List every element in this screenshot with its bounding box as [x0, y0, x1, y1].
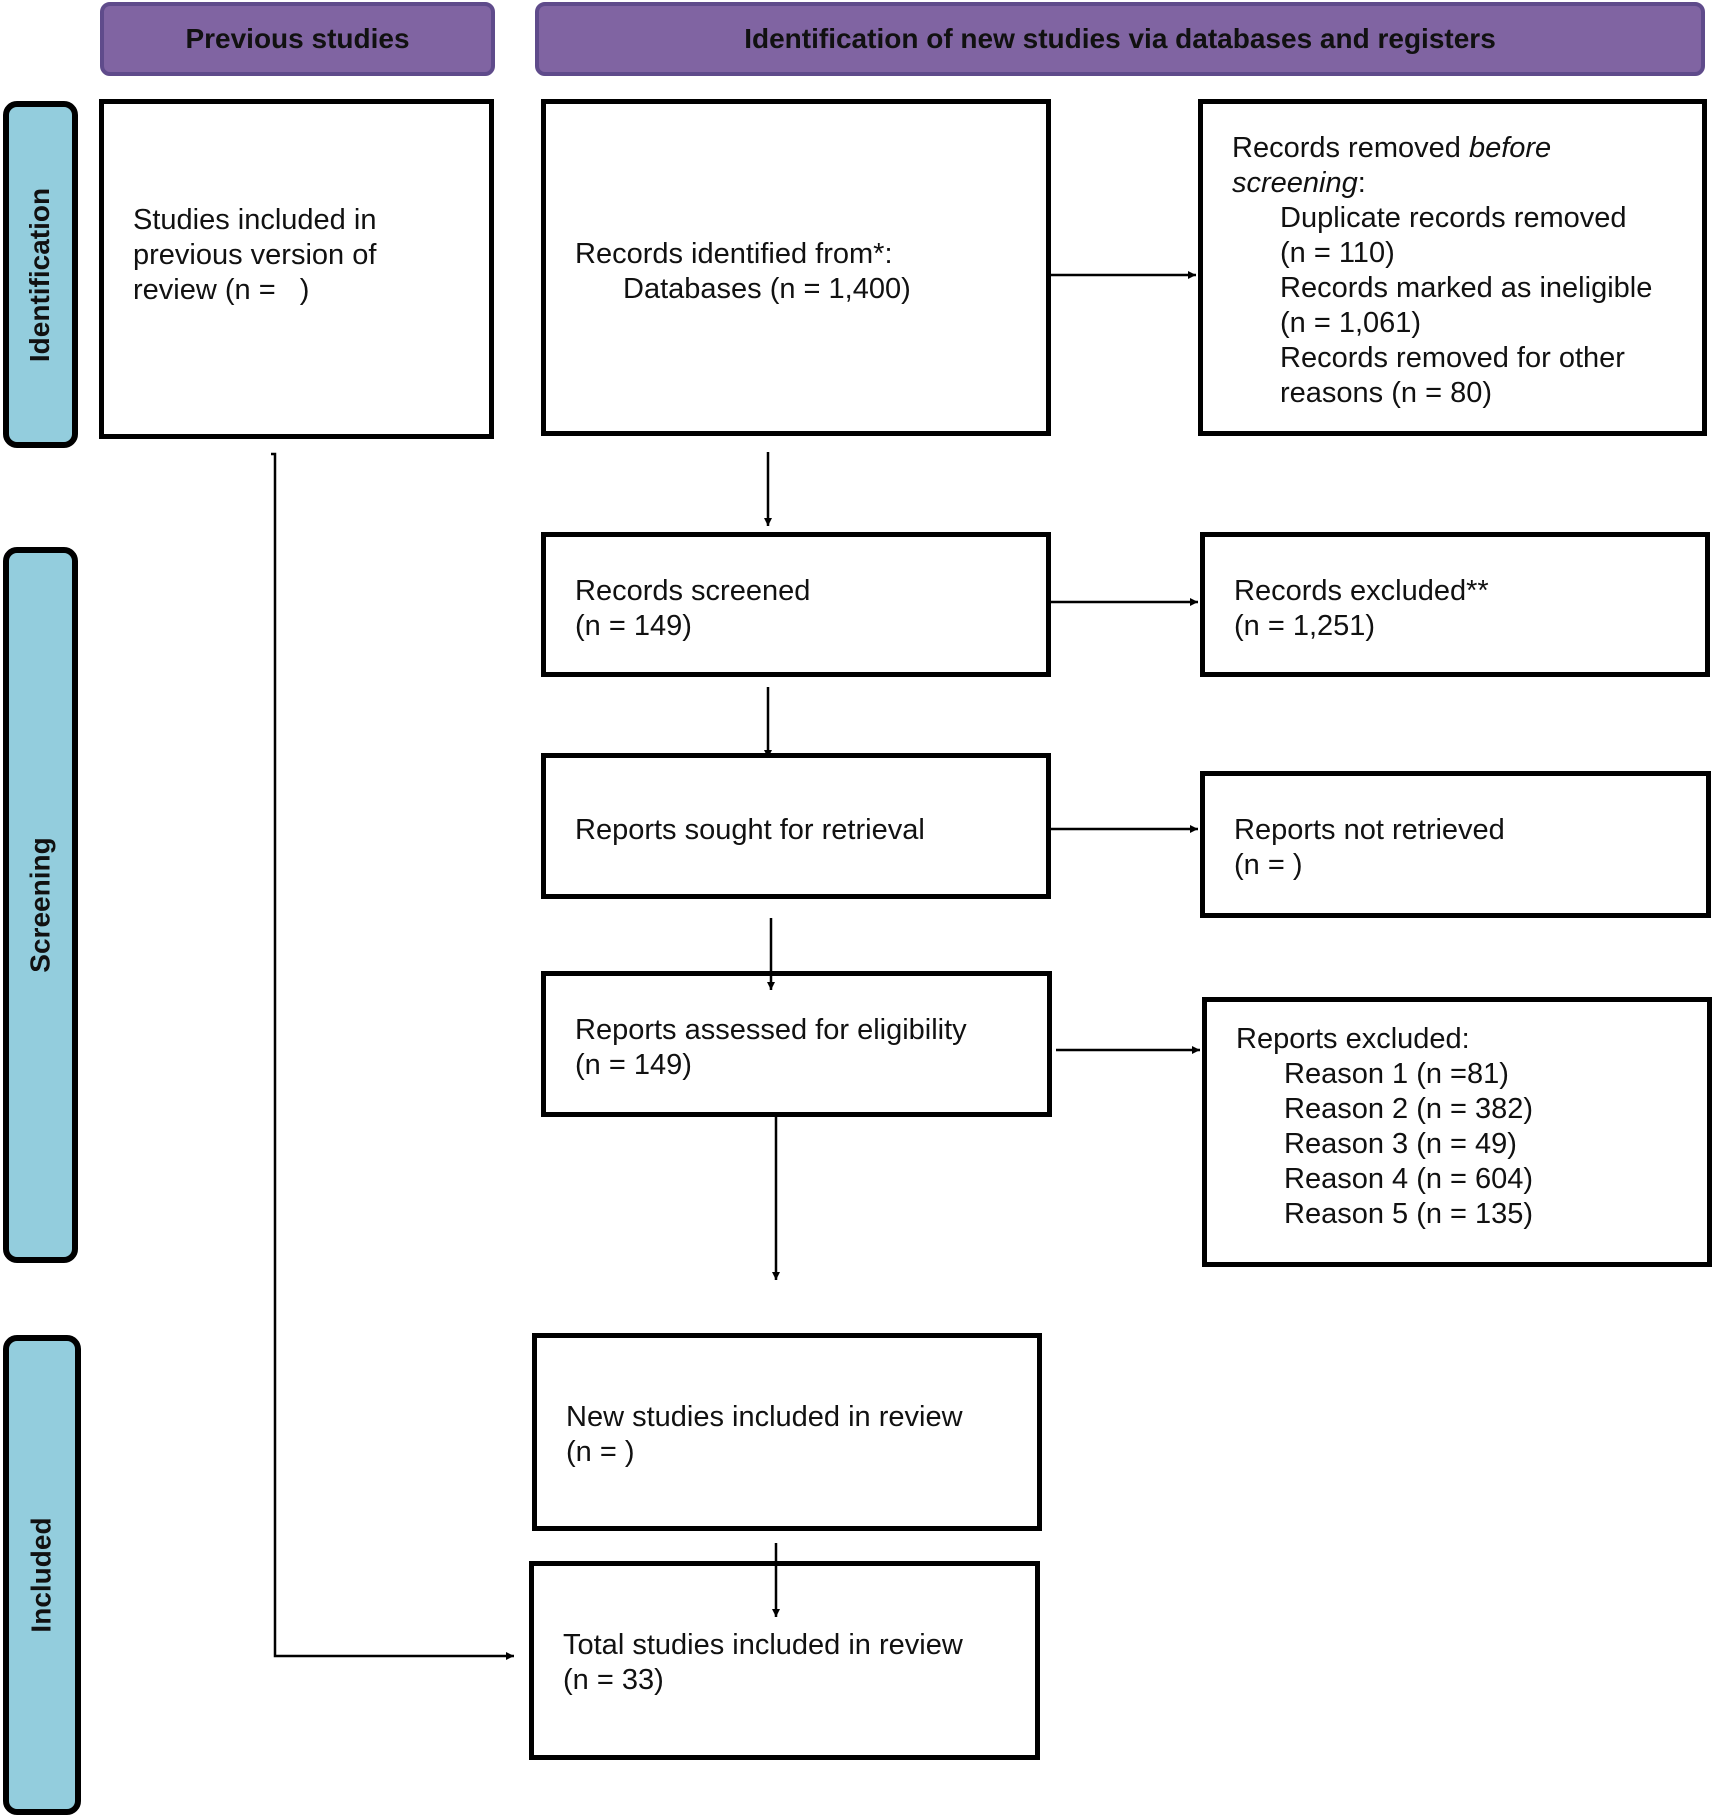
reports-assessed-count: (n = 149) [575, 1049, 692, 1081]
reports-excluded-reason: Reason 5 (n = 135) [1284, 1198, 1534, 1230]
records-removed-intro-2: screening: [1232, 167, 1366, 199]
records-excluded-count: (n = 1,251) [1234, 610, 1376, 642]
reports-excluded-reason: Reason 3 (n = 49) [1284, 1128, 1517, 1160]
reports-not-retrieved-count: (n = ) [1234, 849, 1303, 881]
reports-excluded-title: Reports excluded: [1236, 1023, 1470, 1055]
reports-assessed-label: Reports assessed for eligibility [575, 1014, 967, 1046]
reports-excluded-reason: Reason 4 (n = 604) [1284, 1163, 1534, 1195]
records-removed-item: reasons (n = 80) [1280, 377, 1492, 409]
header-previous-studies-label: Previous studies [185, 23, 410, 54]
records-identified-line-1: Records identified from*: [575, 238, 893, 270]
header-new-studies: Identification of new studies via databa… [535, 2, 1705, 76]
total-studies-label: Total studies included in review [563, 1629, 963, 1661]
new-studies-count: (n = ) [566, 1436, 635, 1468]
previous-studies-box: Studies included in previous version of … [99, 99, 494, 439]
previous-studies-line-1: Studies included in [133, 204, 377, 236]
reports-not-retrieved-label: Reports not retrieved [1234, 814, 1505, 846]
records-screened-box: Records screened (n = 149) [541, 532, 1051, 677]
previous-studies-line-3: review (n = ) [133, 274, 310, 306]
phase-identification: Identification [3, 101, 78, 448]
total-studies-count: (n = 33) [563, 1664, 664, 1696]
total-studies-box: Total studies included in review (n = 33… [529, 1561, 1040, 1760]
reports-excluded-reason: Reason 2 (n = 382) [1284, 1093, 1534, 1125]
records-screened-count: (n = 149) [575, 610, 692, 642]
records-identified-box: Records identified from*: Databases (n =… [541, 99, 1051, 436]
phase-included: Included [3, 1335, 81, 1815]
new-studies-box: New studies included in review (n = ) [532, 1333, 1042, 1531]
records-removed-item: (n = 110) [1280, 237, 1395, 269]
records-excluded-label: Records excluded** [1234, 575, 1489, 607]
reports-assessed-box: Reports assessed for eligibility (n = 14… [541, 971, 1052, 1117]
reports-not-retrieved-box: Reports not retrieved (n = ) [1200, 771, 1711, 918]
records-removed-box: Records removed before screening: Duplic… [1198, 99, 1707, 436]
records-removed-item: (n = 1,061) [1280, 307, 1422, 339]
reports-sought-box: Reports sought for retrieval [541, 753, 1051, 899]
previous-studies-line-2: previous version of [133, 239, 377, 271]
records-excluded-box: Records excluded** (n = 1,251) [1200, 532, 1710, 677]
arrow-previous-to-total [271, 452, 514, 1660]
header-previous-studies: Previous studies [100, 2, 495, 76]
records-screened-label: Records screened [575, 575, 811, 607]
reports-excluded-box: Reports excluded: Reason 1 (n =81) Reaso… [1202, 997, 1712, 1267]
records-removed-item: Records removed for other [1280, 342, 1625, 374]
records-removed-item: Duplicate records removed [1280, 202, 1627, 234]
reports-excluded-reason: Reason 1 (n =81) [1284, 1058, 1509, 1090]
phase-screening: Screening [3, 547, 78, 1263]
records-identified-databases: Databases (n = 1,400) [623, 273, 911, 305]
records-removed-intro: Records removed before [1232, 132, 1552, 164]
header-new-studies-label: Identification of new studies via databa… [744, 23, 1496, 54]
reports-sought-label: Reports sought for retrieval [575, 814, 925, 846]
records-removed-item: Records marked as ineligible [1280, 272, 1653, 304]
new-studies-label: New studies included in review [566, 1401, 963, 1433]
